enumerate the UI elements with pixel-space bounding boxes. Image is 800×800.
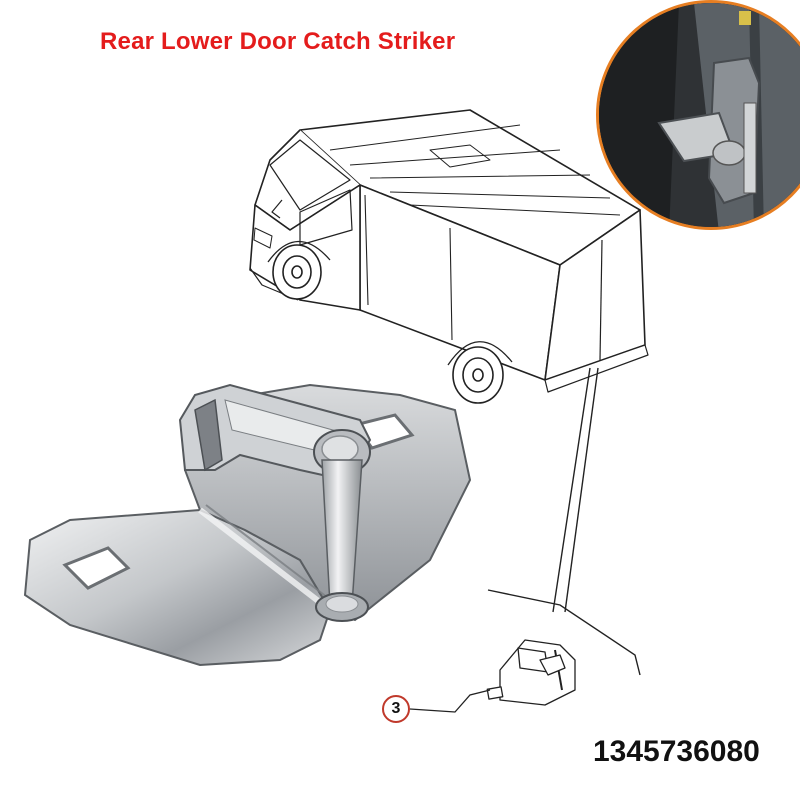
leader-lines [487,367,641,676]
part-exploded-drawing [486,639,576,706]
callout-leader [409,689,491,713]
van-line-drawing [249,109,649,404]
callout-number-badge: 3 [382,695,410,723]
door-catch-striker-photo [23,383,472,667]
part-number: 1345736080 [593,735,760,768]
callout-number: 3 [391,700,401,717]
closeup-illustration [599,3,800,227]
door-latch-closeup-photo [596,0,800,230]
page-title: Rear Lower Door Catch Striker [100,28,456,55]
